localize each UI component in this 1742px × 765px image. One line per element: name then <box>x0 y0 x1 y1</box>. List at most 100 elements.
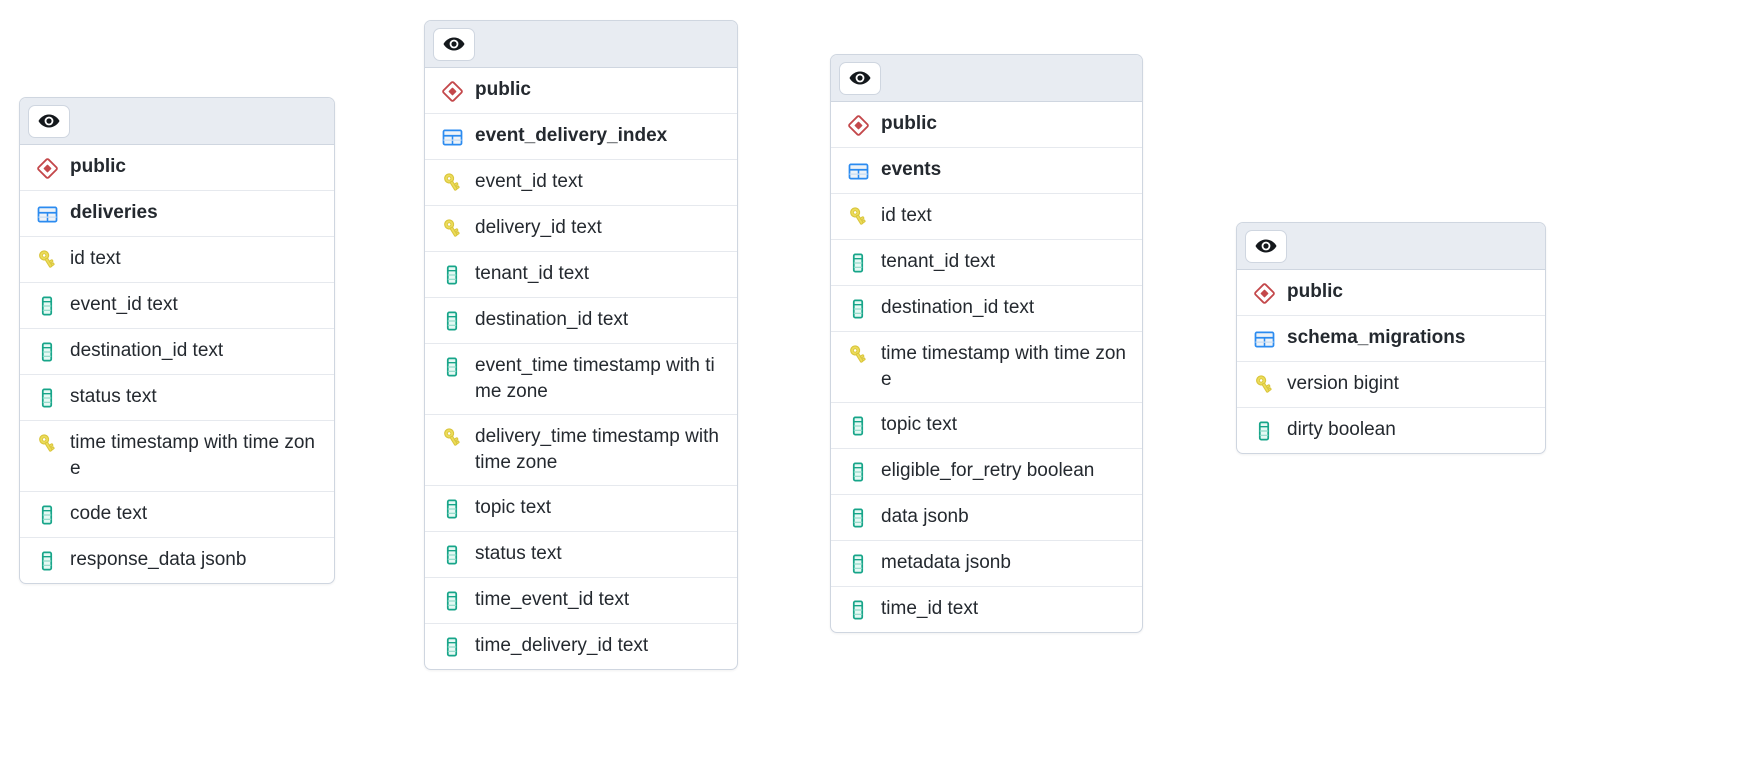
row-label: destination_id text <box>475 309 629 330</box>
node-header[interactable] <box>1237 223 1545 270</box>
key-icon <box>845 204 871 230</box>
row-label: tenant_id text <box>881 251 996 272</box>
schema-row[interactable]: public <box>831 102 1142 148</box>
row-label: status text <box>70 386 157 407</box>
key-icon <box>1251 372 1277 398</box>
table-node-events[interactable]: public events id text tenant_id text des… <box>830 54 1143 633</box>
node-header[interactable] <box>425 21 737 68</box>
column-row[interactable]: topic text <box>831 403 1142 449</box>
key-icon <box>34 247 60 273</box>
visibility-toggle-button[interactable] <box>28 104 70 138</box>
column-row[interactable]: eligible_for_retry boolean <box>831 449 1142 495</box>
column-icon <box>439 354 465 380</box>
column-row[interactable]: tenant_id text <box>831 240 1142 286</box>
table-node-deliveries[interactable]: public deliveries id text event_id text … <box>19 97 335 584</box>
row-label: delivery_time timestamp with time zone <box>475 426 719 473</box>
row-label: topic text <box>475 497 552 518</box>
column-row[interactable]: time timestamp with time zone <box>831 332 1142 403</box>
row-label: topic text <box>881 414 958 435</box>
column-row[interactable]: tenant_id text <box>425 252 737 298</box>
column-icon <box>845 551 871 577</box>
column-icon <box>34 293 60 319</box>
row-label: public <box>881 113 937 134</box>
table-name-row[interactable]: events <box>831 148 1142 194</box>
column-row[interactable]: id text <box>831 194 1142 240</box>
table-node-schema_migrations[interactable]: public schema_migrations version bigint … <box>1236 222 1546 454</box>
column-row[interactable]: delivery_id text <box>425 206 737 252</box>
column-icon <box>845 597 871 623</box>
column-icon <box>845 505 871 531</box>
column-row[interactable]: destination_id text <box>425 298 737 344</box>
row-label: schema_migrations <box>1287 327 1466 348</box>
row-label: time_delivery_id text <box>475 635 649 656</box>
column-icon <box>34 548 60 574</box>
eye-icon <box>442 32 466 56</box>
row-label: status text <box>475 543 562 564</box>
schema-row[interactable]: public <box>20 145 334 191</box>
row-label: delivery_id text <box>475 217 602 238</box>
row-label: time timestamp with time zone <box>70 432 315 479</box>
column-icon <box>34 502 60 528</box>
column-row[interactable]: metadata jsonb <box>831 541 1142 587</box>
table-name-row[interactable]: event_delivery_index <box>425 114 737 160</box>
column-icon <box>439 588 465 614</box>
schema-row[interactable]: public <box>425 68 737 114</box>
visibility-toggle-button[interactable] <box>839 61 881 95</box>
column-row[interactable]: destination_id text <box>20 329 334 375</box>
row-label: id text <box>70 248 121 269</box>
row-label: event_time timestamp with time zone <box>475 355 715 402</box>
row-label: deliveries <box>70 202 158 223</box>
key-icon <box>845 342 871 368</box>
column-row[interactable]: code text <box>20 492 334 538</box>
row-label: version bigint <box>1287 373 1399 394</box>
schema-diamond-icon <box>34 155 60 181</box>
key-icon <box>439 425 465 451</box>
column-icon <box>845 459 871 485</box>
schema-row[interactable]: public <box>1237 270 1545 316</box>
row-label: destination_id text <box>70 340 224 361</box>
column-row[interactable]: id text <box>20 237 334 283</box>
column-row[interactable]: event_id text <box>425 160 737 206</box>
key-icon <box>34 431 60 457</box>
column-row[interactable]: destination_id text <box>831 286 1142 332</box>
schema-diamond-icon <box>439 78 465 104</box>
row-label: data jsonb <box>881 506 969 527</box>
table-name-row[interactable]: deliveries <box>20 191 334 237</box>
schema-diamond-icon <box>1251 280 1277 306</box>
node-header[interactable] <box>831 55 1142 102</box>
row-label: time timestamp with time zone <box>881 343 1126 390</box>
key-icon <box>439 170 465 196</box>
column-icon <box>439 308 465 334</box>
column-row[interactable]: status text <box>20 375 334 421</box>
column-row[interactable]: time_delivery_id text <box>425 624 737 669</box>
column-icon <box>439 496 465 522</box>
column-row[interactable]: version bigint <box>1237 362 1545 408</box>
column-row[interactable]: data jsonb <box>831 495 1142 541</box>
column-row[interactable]: delivery_time timestamp with time zone <box>425 415 737 486</box>
column-row[interactable]: time_id text <box>831 587 1142 632</box>
column-row[interactable]: status text <box>425 532 737 578</box>
column-row[interactable]: topic text <box>425 486 737 532</box>
visibility-toggle-button[interactable] <box>433 27 475 61</box>
column-row[interactable]: time timestamp with time zone <box>20 421 334 492</box>
row-label: public <box>1287 281 1343 302</box>
node-header[interactable] <box>20 98 334 145</box>
row-label: tenant_id text <box>475 263 590 284</box>
table-name-row[interactable]: schema_migrations <box>1237 316 1545 362</box>
column-row[interactable]: dirty boolean <box>1237 408 1545 453</box>
column-row[interactable]: response_data jsonb <box>20 538 334 583</box>
row-label: events <box>881 159 942 180</box>
row-label: time_id text <box>881 598 979 619</box>
row-label: public <box>475 79 531 100</box>
visibility-toggle-button[interactable] <box>1245 229 1287 263</box>
column-row[interactable]: event_id text <box>20 283 334 329</box>
column-row[interactable]: event_time timestamp with time zone <box>425 344 737 415</box>
column-icon <box>34 339 60 365</box>
row-label: destination_id text <box>881 297 1035 318</box>
column-icon <box>1251 418 1277 444</box>
schema-diamond-icon <box>845 112 871 138</box>
table-node-event_delivery_index[interactable]: public event_delivery_index event_id tex… <box>424 20 738 670</box>
column-row[interactable]: time_event_id text <box>425 578 737 624</box>
column-icon <box>845 413 871 439</box>
